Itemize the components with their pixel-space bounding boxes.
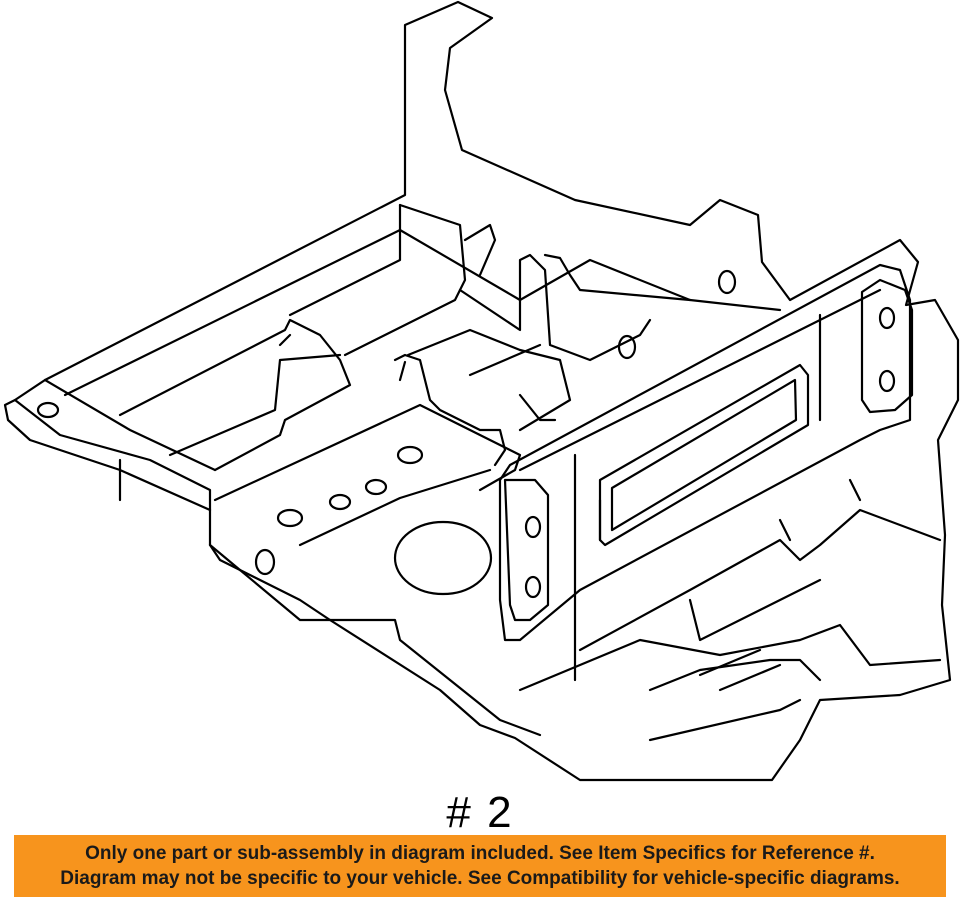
left-bracket-hole-bottom [524,575,542,599]
right-bracket-hole-bottom [878,369,896,393]
tray-big-hole [393,520,493,596]
front-crossmember [343,203,497,357]
disclaimer-banner: Only one part or sub-assembly in diagram… [14,835,946,897]
plate-edge [518,288,882,682]
part-line-drawing [3,0,960,782]
right-bracket-hole-top [878,306,896,330]
tray-slot [398,343,557,422]
right-bracket [860,278,914,414]
lower-right-ridge [698,648,782,692]
center-hole [617,334,637,360]
tray-hole-2 [364,478,388,496]
left-bracket [503,478,550,622]
floor-back-edge [63,228,782,397]
disclaimer-line-2: Diagram may not be specific to your vehi… [60,868,900,889]
vertical-plate [498,263,912,642]
front-crossmember-face [278,203,402,347]
front-edge [208,543,332,622]
rail-hole [36,401,60,419]
disclaimer-line-1: Only one part or sub-assembly in diagram… [85,843,875,864]
tray-hole-1 [396,445,424,465]
tray-wall [393,353,507,467]
lower-right-floor [518,623,942,692]
left-rail [3,378,217,512]
lower-right-tray [578,478,942,652]
upper-hole [717,269,737,295]
center-rib [458,253,652,362]
assembly-outline [13,0,960,782]
tray-hole-3 [328,493,352,511]
side-hole [254,548,276,576]
floor-ridge [168,353,342,457]
reference-number: # 2 [446,788,514,837]
bottom-edge [328,618,802,742]
floor-channel [118,318,352,472]
plate-window-frame [598,363,810,547]
tray-inner [406,328,572,432]
tray-hole-4 [276,508,304,528]
left-bracket-hole-top [524,515,542,539]
center-rib-face [543,253,692,302]
